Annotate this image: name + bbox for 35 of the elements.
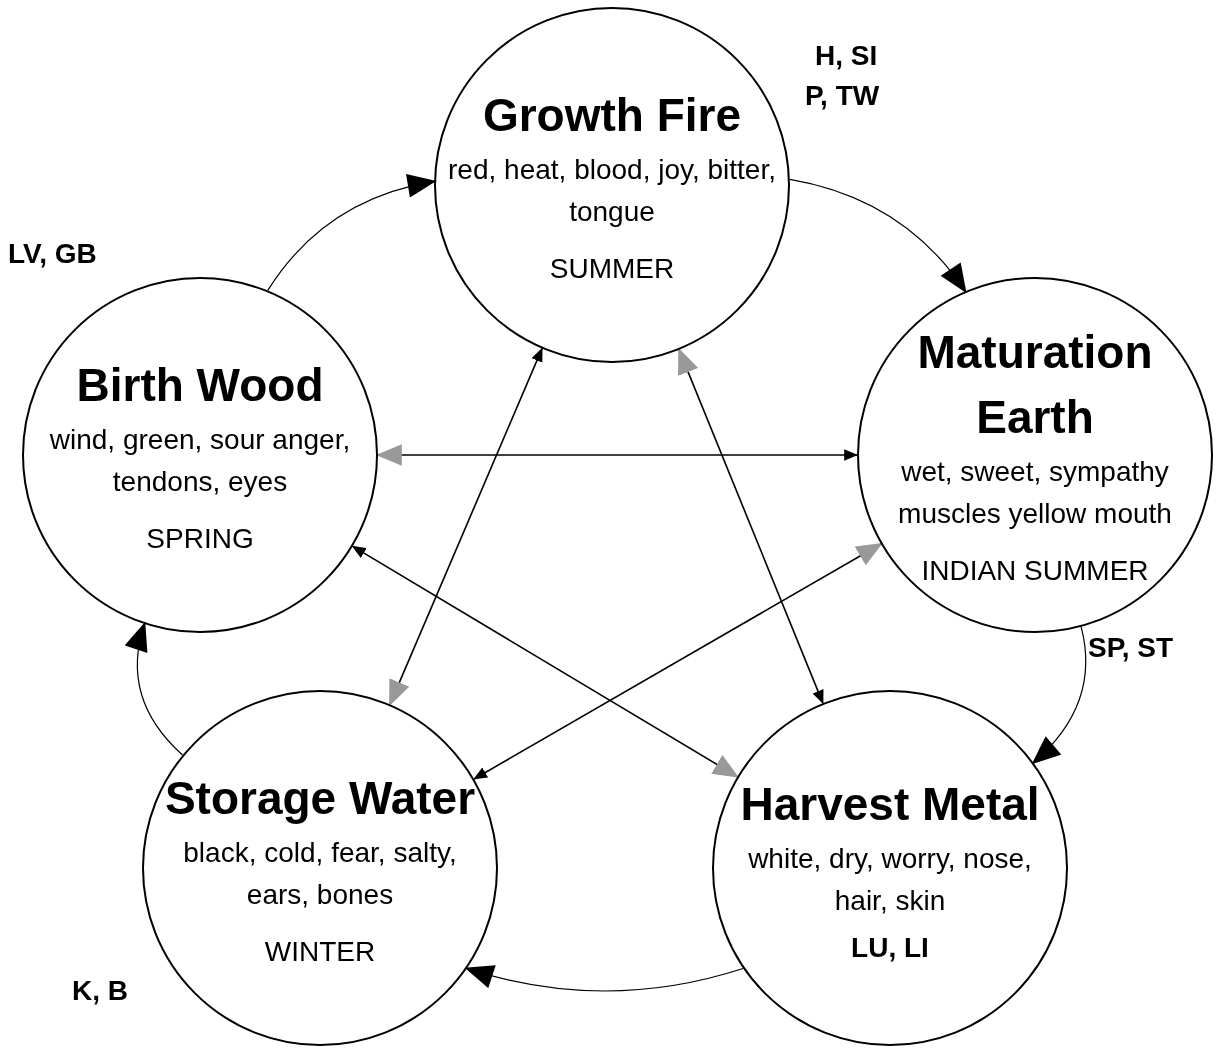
- arrow: [389, 347, 543, 707]
- arrow: [473, 542, 883, 780]
- element-circle: [22, 277, 378, 633]
- season-label: INDIAN SUMMER: [921, 554, 1149, 589]
- season-label: SUMMER: [549, 252, 675, 286]
- element-title: Storage Water: [164, 770, 476, 826]
- organ-abbreviations: LV, GB: [8, 238, 97, 270]
- element-title: Harvest Metal: [740, 776, 1040, 832]
- season-label: SPRING: [146, 522, 254, 556]
- arrow: [267, 174, 437, 291]
- element-title: Birth Wood: [76, 357, 324, 413]
- organ-abbreviations: P, TW: [805, 80, 880, 112]
- element-circle: [434, 7, 790, 363]
- element-attributes: white, dry, worry, nose, hair, skin: [747, 842, 1033, 919]
- organ-abbreviations: SP, ST: [1088, 632, 1174, 664]
- element-title: Maturation Earth: [916, 325, 1154, 445]
- season-label: WINTER: [264, 935, 376, 969]
- element-circle: [857, 277, 1213, 633]
- element-attributes: red, heat, blood, joy, bitter, tongue: [447, 153, 777, 229]
- element-attributes: black, cold, fear, salty, ears, bones: [182, 836, 458, 912]
- arrow: [1031, 626, 1087, 765]
- arrow: [678, 347, 824, 705]
- arrow: [125, 621, 184, 756]
- element-attributes: wind, green, sour anger, tendons, eyes: [48, 423, 352, 499]
- arrow: [789, 178, 967, 294]
- arrow: [375, 444, 859, 466]
- element-circle: [712, 690, 1068, 1046]
- organ-abbreviations: H, SI: [815, 40, 878, 72]
- arrow: [464, 964, 744, 992]
- organ-abbreviations: LU, LI: [851, 932, 929, 965]
- element-title: Growth Fire: [482, 87, 742, 143]
- element-circle: [142, 690, 498, 1046]
- arrow: [351, 545, 740, 778]
- organ-abbreviations: K, B: [72, 975, 128, 1007]
- element-attributes: wet, sweet, sympathy muscles yellow mouth: [897, 455, 1173, 532]
